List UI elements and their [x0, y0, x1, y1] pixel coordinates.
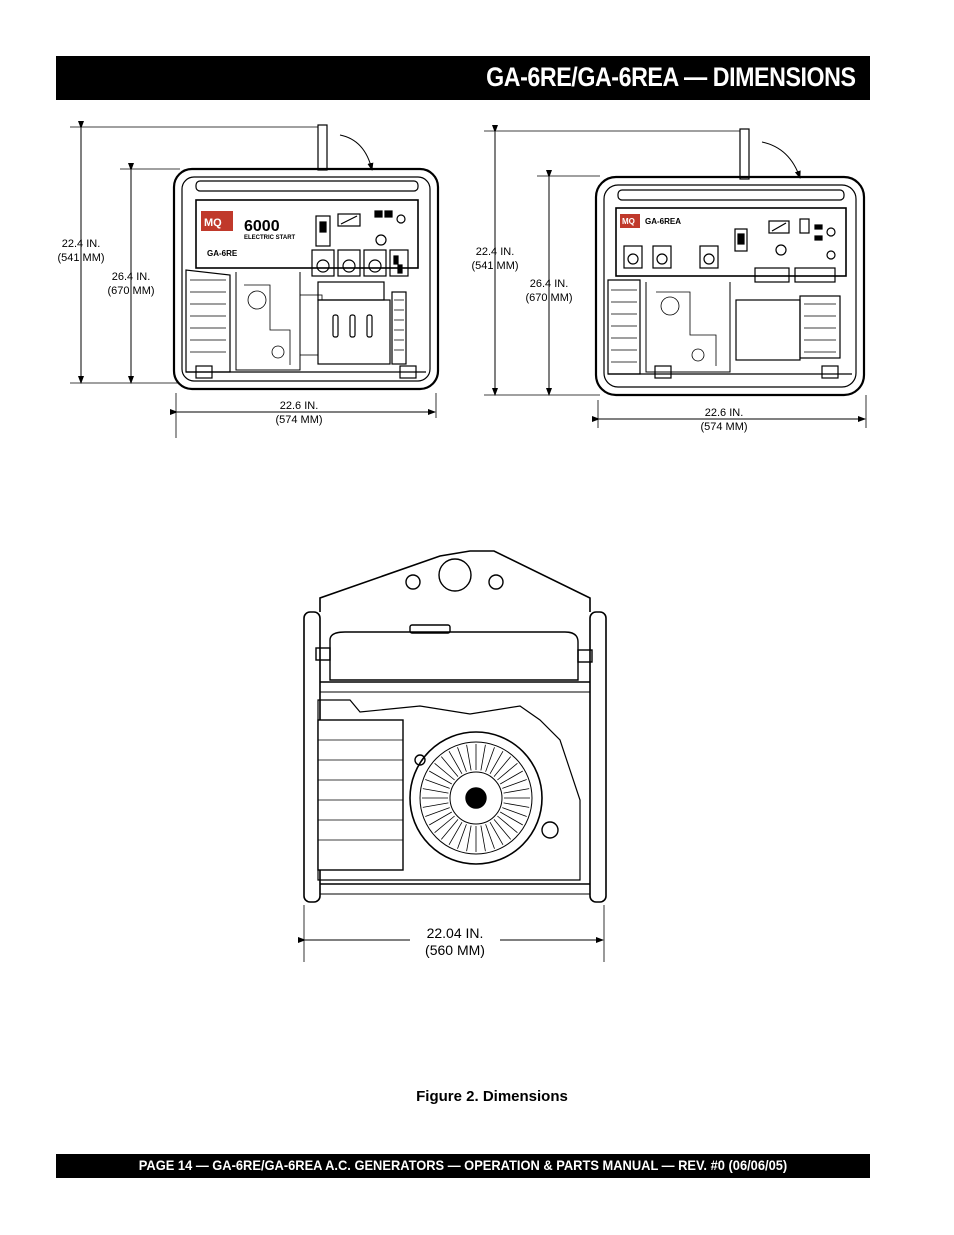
left-logo: MQ — [204, 217, 222, 229]
bottom-width-label: 22.04 IN. — [427, 925, 484, 941]
right-height-overall-mm-label: (541 MM) — [471, 260, 518, 272]
figure-caption: Figure 2. Dimensions — [416, 1088, 568, 1105]
generator-ga6re-drawing — [70, 121, 440, 438]
left-panel-model-number: 6000 — [244, 218, 280, 235]
right-logo: MQ — [622, 217, 635, 226]
left-height-overall-label: 22.4 IN. — [62, 238, 101, 250]
left-panel-subtitle: ELECTRIC START — [244, 235, 296, 241]
footer-text: PAGE 14 — GA-6RE/GA-6REA A.C. GENERATORS… — [138, 1157, 788, 1173]
page-title: GA-6RE/GA-6REA — DIMENSIONS — [486, 62, 857, 92]
right-width-mm-label: (574 MM) — [700, 421, 747, 433]
bottom-width-mm-label: (560 MM) — [425, 942, 485, 958]
generator-side-view-drawing — [298, 550, 607, 962]
right-height-overall-label: 22.4 IN. — [476, 246, 515, 258]
right-panel-model: GA-6REA — [645, 217, 681, 226]
generator-ga6rea-drawing — [484, 125, 867, 428]
right-height-frame-mm-label: (670 MM) — [525, 292, 572, 304]
left-width-mm-label: (574 MM) — [275, 414, 322, 426]
left-height-overall-mm-label: (541 MM) — [57, 252, 104, 264]
left-width-label: 22.6 IN. — [280, 400, 319, 412]
footer-bar: PAGE 14 — GA-6RE/GA-6REA A.C. GENERATORS… — [56, 1154, 870, 1178]
header-bar: GA-6RE/GA-6REA — DIMENSIONS — [56, 56, 870, 100]
left-height-frame-mm-label: (670 MM) — [107, 285, 154, 297]
left-panel-model: GA-6RE — [207, 249, 238, 258]
right-width-label: 22.6 IN. — [705, 407, 744, 419]
left-height-frame-label: 26.4 IN. — [112, 271, 151, 283]
right-height-frame-label: 26.4 IN. — [530, 278, 569, 290]
